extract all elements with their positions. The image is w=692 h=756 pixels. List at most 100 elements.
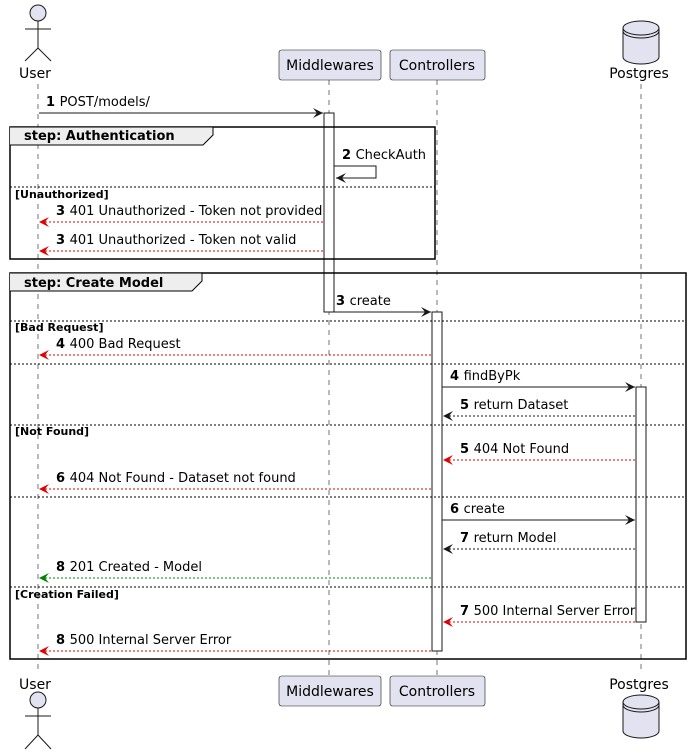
participant-label-postgres: Postgres <box>609 677 669 693</box>
fragment-auth-title: step: Authentication <box>24 129 175 144</box>
fragment-authentication: step: Authentication [Unauthorized] <box>9 126 436 260</box>
message-label: 3 create <box>336 294 391 309</box>
message: 3 create <box>329 294 431 317</box>
participants-bottom: User Middlewares Controllers Postgres <box>19 675 669 750</box>
participant-middlewares-bottom: Middlewares <box>278 675 382 707</box>
message-label: 1 POST/models/ <box>46 95 150 110</box>
message: 1 POST/models/ <box>39 95 323 118</box>
fragment-create-title: step: Create Model <box>24 276 163 291</box>
message-arrow <box>334 165 377 183</box>
lifelines <box>37 80 642 675</box>
activation-bars <box>323 112 647 652</box>
message-number: 8 <box>56 633 70 648</box>
message-label: 6 create <box>450 502 505 517</box>
activation-postgres <box>635 386 647 623</box>
participant-controllers-bottom: Controllers <box>389 675 486 707</box>
participant-label-user: User <box>19 677 51 693</box>
message-text: 404 Not Found - Dataset not found <box>70 471 296 486</box>
message-number: 5 <box>460 398 474 413</box>
message-text: 404 Not Found <box>474 442 570 457</box>
message-text: 400 Bad Request <box>70 337 181 352</box>
participant-postgres-top: Postgres <box>609 20 669 82</box>
message-label: 4 400 Bad Request <box>56 337 181 352</box>
message: 8 500 Internal Server Error <box>39 633 431 656</box>
participant-controllers-top: Controllers <box>389 49 486 81</box>
message-text: return Dataset <box>474 398 569 413</box>
message-number: 6 <box>56 471 70 486</box>
message-number: 4 <box>450 369 464 384</box>
message-label: 7 500 Internal Server Error <box>460 604 636 619</box>
message-label: 6 404 Not Found - Dataset not found <box>56 471 296 486</box>
message-number: 3 <box>56 233 70 248</box>
message-text: CheckAuth <box>356 148 426 163</box>
message-number: 2 <box>342 148 356 163</box>
participant-middlewares-top: Middlewares <box>278 49 382 81</box>
message-number: 8 <box>56 560 70 575</box>
participant-label-user: User <box>19 66 51 82</box>
actor-user-bottom: User <box>19 677 52 750</box>
message-label: 8 201 Created - Model <box>56 560 202 575</box>
message: 8 201 Created - Model <box>39 560 431 583</box>
message: 7 return Model <box>443 531 635 554</box>
message-number: 7 <box>460 531 474 546</box>
participant-label-controllers: Controllers <box>399 684 475 700</box>
message-number: 3 <box>56 204 70 219</box>
database-icon <box>622 20 660 65</box>
actor-user-top: User <box>19 4 52 82</box>
message: 6 create <box>442 502 635 525</box>
message: 4 findByPk <box>442 369 635 392</box>
fragment-auth-else-label: [Unauthorized] <box>15 188 109 201</box>
fragment-auth-tab <box>10 126 214 146</box>
actor-icon <box>24 691 52 750</box>
message-text: 500 Internal Server Error <box>70 633 232 648</box>
message: 7 500 Internal Server Error <box>443 604 636 627</box>
message-label: 2 CheckAuth <box>342 148 426 163</box>
database-icon <box>622 694 660 739</box>
message-text: findByPk <box>464 369 521 384</box>
participant-label-postgres: Postgres <box>609 66 669 82</box>
message-label: 3 401 Unauthorized - Token not provided <box>56 204 322 219</box>
message: 6 404 Not Found - Dataset not found <box>39 471 431 494</box>
message-text: 401 Unauthorized - Token not provided <box>70 204 323 219</box>
message-label: 4 findByPk <box>450 369 521 384</box>
message: 5 return Dataset <box>443 398 635 421</box>
message-text: return Model <box>474 531 557 546</box>
message-text: 401 Unauthorized - Token not valid <box>70 233 297 248</box>
message: 5 404 Not Found <box>443 442 635 465</box>
message: 3 401 Unauthorized - Token not provided <box>39 204 323 227</box>
messages: 1 POST/models/2 CheckAuth 3 401 Unauthori… <box>39 95 636 656</box>
fragment-create-else-label: [Creation Failed] <box>15 588 119 601</box>
message-text: 201 Created - Model <box>70 560 202 575</box>
message-text: 500 Internal Server Error <box>474 604 636 619</box>
message-label: 7 return Model <box>460 531 557 546</box>
participant-label-middlewares: Middlewares <box>286 58 374 74</box>
message-text: create <box>350 294 391 309</box>
activation-controllers <box>431 311 443 652</box>
fragment-create-tab <box>10 272 203 292</box>
participant-postgres-bottom: Postgres <box>609 677 669 739</box>
participants-top: User Middlewares Controllers Postgres <box>19 4 669 82</box>
participant-label-controllers: Controllers <box>399 58 475 74</box>
message-label: 5 return Dataset <box>460 398 568 413</box>
fragment-create-frame <box>9 272 687 660</box>
message-number: 7 <box>460 604 474 619</box>
message: 2 CheckAuth <box>334 148 426 183</box>
message-label: 3 401 Unauthorized - Token not valid <box>56 233 296 248</box>
participant-label-middlewares: Middlewares <box>286 684 374 700</box>
fragment-create-model: step: Create Model [Bad Request] [Not Fo… <box>9 272 687 660</box>
message-number: 6 <box>450 502 464 517</box>
message-label: 5 404 Not Found <box>460 442 569 457</box>
actor-icon <box>24 4 52 62</box>
fragment-create-else-label: [Bad Request] <box>15 321 103 334</box>
message: 4 400 Bad Request <box>39 337 431 360</box>
message-number: 4 <box>56 337 70 352</box>
message-label: 8 500 Internal Server Error <box>56 633 232 648</box>
message-text: POST/models/ <box>60 95 151 110</box>
message-number: 5 <box>460 442 474 457</box>
message-text: create <box>464 502 505 517</box>
message-number: 1 <box>46 95 60 110</box>
fragment-create-else-label: [Not Found] <box>15 425 89 438</box>
message-number: 3 <box>336 294 350 309</box>
message: 3 401 Unauthorized - Token not valid <box>39 233 323 256</box>
